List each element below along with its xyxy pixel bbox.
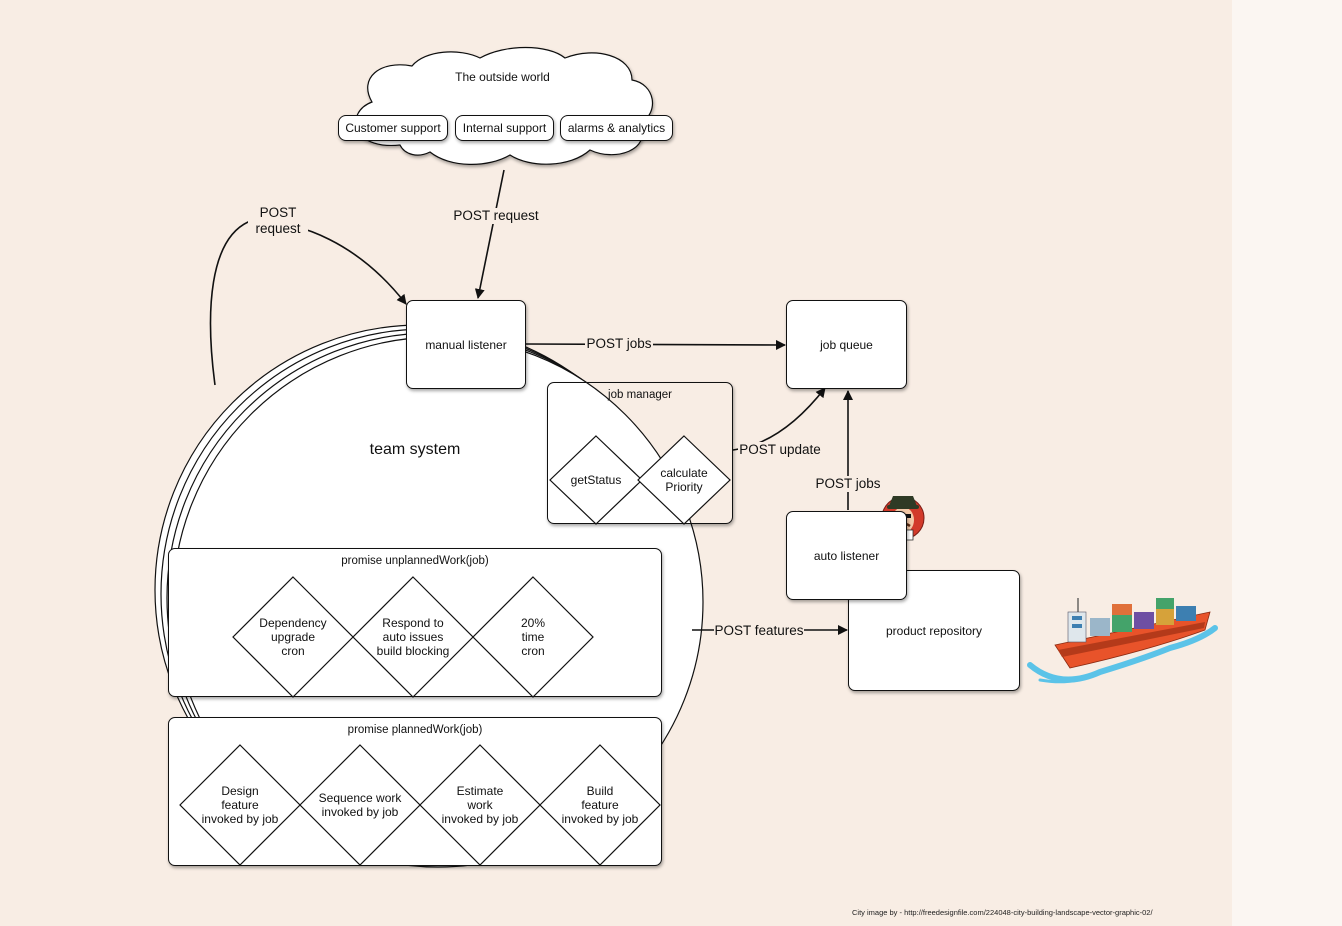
arrow-manager-to-queue bbox=[732, 387, 826, 451]
side-panel bbox=[1232, 0, 1342, 926]
label-post-features: POST features bbox=[714, 623, 804, 639]
outside-world-cloud bbox=[355, 46, 654, 165]
internal-support-pill[interactable]: Internal support bbox=[455, 115, 554, 141]
label-post-request-left: POST request bbox=[248, 205, 308, 237]
calculate-priority-label: calculate Priority bbox=[660, 466, 708, 494]
get-status-diamond bbox=[549, 435, 643, 525]
job-manager-box[interactable]: job manager bbox=[547, 382, 733, 524]
respond-auto-issues-label: Respond to auto issues build blocking bbox=[376, 616, 450, 658]
design-feature-label: Design feature invoked by job bbox=[201, 784, 279, 826]
container-ship-icon bbox=[1027, 598, 1218, 684]
planned-work-title: promise plannedWork(job) bbox=[347, 724, 483, 736]
customer-support-pill[interactable]: Customer support bbox=[338, 115, 448, 141]
sequence-work-label: Sequence work invoked by job bbox=[318, 791, 402, 819]
label-post-request-top: POST request bbox=[452, 208, 540, 224]
label-post-jobs-manual: POST jobs bbox=[585, 336, 653, 352]
job-manager-diamonds bbox=[549, 435, 731, 525]
manual-listener-box[interactable]: manual listener bbox=[406, 300, 526, 389]
team-system-title: team system bbox=[369, 441, 461, 458]
image-credit: City image by - http://freedesignfile.co… bbox=[852, 908, 1153, 917]
outside-world-title: The outside world bbox=[455, 70, 550, 84]
calculate-priority-diamond bbox=[637, 435, 731, 525]
build-feature-label: Build feature invoked by job bbox=[561, 784, 639, 826]
alarms-analytics-pill[interactable]: alarms & analytics bbox=[560, 115, 673, 141]
job-queue-box[interactable]: job queue bbox=[786, 300, 907, 389]
get-status-label: getStatus bbox=[570, 473, 622, 487]
job-manager-title: job manager bbox=[608, 389, 672, 401]
estimate-work-label: Estimate work invoked by job bbox=[441, 784, 519, 826]
dependency-upgrade-label: Dependency upgrade cron bbox=[259, 616, 327, 658]
twenty-percent-time-label: 20% time cron bbox=[520, 616, 546, 658]
label-post-jobs-auto: POST jobs bbox=[814, 476, 882, 492]
arrow-manual-to-queue bbox=[525, 339, 786, 350]
label-post-update: POST update bbox=[738, 442, 822, 458]
auto-listener-box[interactable]: auto listener bbox=[786, 511, 907, 600]
arrow-cloud-to-manual bbox=[474, 169, 505, 299]
unplanned-work-title: promise unplannedWork(job) bbox=[341, 555, 489, 567]
